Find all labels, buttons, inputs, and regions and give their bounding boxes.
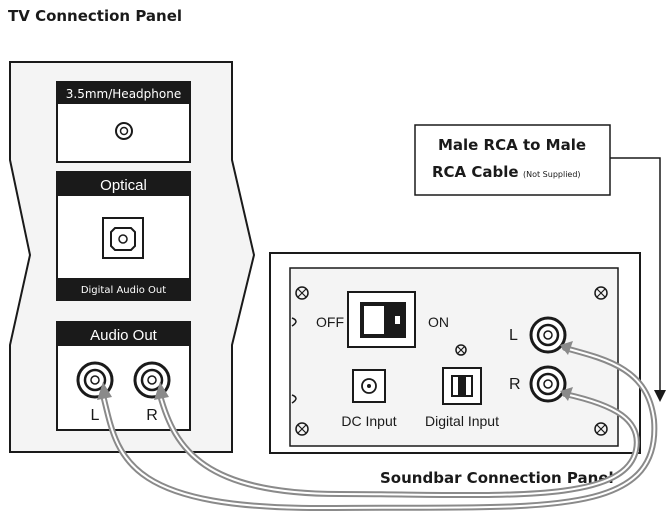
soundbar-panel-title: Soundbar Connection Panel xyxy=(380,469,614,487)
headphone-label: 3.5mm/Headphone xyxy=(66,87,181,101)
digital-input-port-icon xyxy=(442,367,482,405)
on-label: ON xyxy=(428,314,449,330)
screw-icon xyxy=(295,422,309,436)
rca-cable xyxy=(100,345,658,512)
optical-label: Optical xyxy=(100,177,147,194)
soundbar-rca-left-jack-icon xyxy=(529,316,567,354)
audio-out-label: Audio Out xyxy=(90,327,158,344)
headphone-port-box: 3.5mm/Headphone xyxy=(56,81,191,163)
screw-icon xyxy=(295,286,309,300)
screw-icon xyxy=(594,286,608,300)
cable-callout-note: (Not Supplied) xyxy=(523,170,581,179)
tv-left-label: L xyxy=(91,407,100,424)
dc-input-label: DC Input xyxy=(341,413,396,429)
callout-arrow xyxy=(610,157,666,402)
digital-input-label: Digital Input xyxy=(425,413,499,429)
cable-callout-box: Male RCA to Male RCA Cable (Not Supplied… xyxy=(414,124,611,196)
tv-panel-title: TV Connection Panel xyxy=(8,7,182,25)
optical-port-box: Optical Digital Audio Out xyxy=(56,171,191,301)
screw-icon xyxy=(594,422,608,436)
soundbar-left-label: L xyxy=(509,327,518,344)
power-switch-icon xyxy=(347,291,416,348)
audio-out-box: Audio Out L R xyxy=(56,321,191,431)
cable-callout-line1: Male RCA to Male xyxy=(438,136,586,154)
screw-icon xyxy=(455,344,467,356)
tv-right-label: R xyxy=(146,407,158,424)
off-label: OFF xyxy=(316,314,344,330)
optical-port-icon xyxy=(102,217,144,259)
digital-audio-out-label: Digital Audio Out xyxy=(81,285,166,296)
soundbar-rca-right-jack-icon xyxy=(529,365,567,403)
headphone-jack-icon xyxy=(115,122,133,140)
soundbar-right-label: R xyxy=(509,376,521,393)
dc-input-jack-icon xyxy=(352,369,386,403)
cable-callout-line2: RCA Cable xyxy=(432,163,519,181)
cable-plug-icon xyxy=(97,341,573,401)
